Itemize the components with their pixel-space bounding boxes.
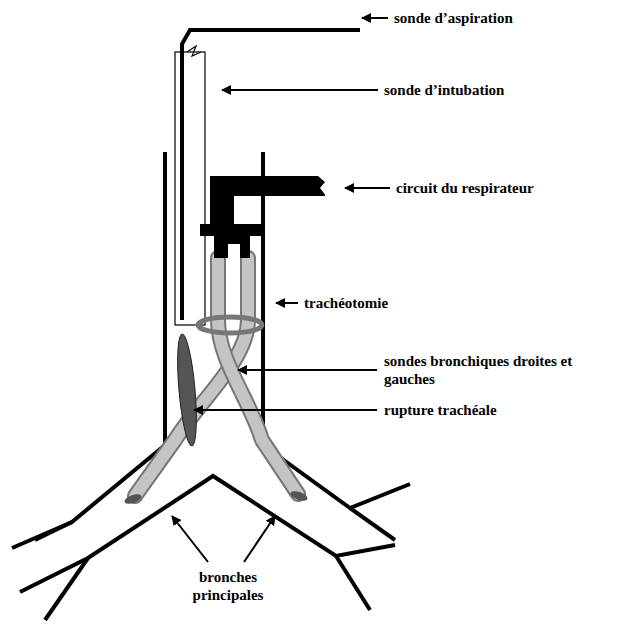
label-text: rupture trachéale: [384, 401, 620, 419]
label-text: sonde d’intubation: [384, 81, 620, 99]
trachea-wall: [12, 152, 410, 620]
label-text: bronches principales: [180, 568, 276, 604]
intubation-tube: [175, 46, 205, 325]
bronchial-tubes: [135, 258, 298, 496]
label-text: sonde d’aspiration: [394, 9, 620, 27]
ventilator-circuit: [200, 176, 326, 258]
label-text: circuit du respirateur: [396, 179, 620, 197]
tube-tip: [289, 489, 309, 503]
label-text: sondes bronchiques droites et gauches: [384, 352, 620, 388]
suction-probe: [182, 30, 360, 320]
tracheal-rupture: [174, 334, 200, 447]
leader-arrows: [172, 18, 390, 562]
tube-tip: [123, 492, 143, 506]
label-text: trachéotomie: [304, 294, 504, 312]
tracheotomy-ring: [198, 317, 262, 333]
